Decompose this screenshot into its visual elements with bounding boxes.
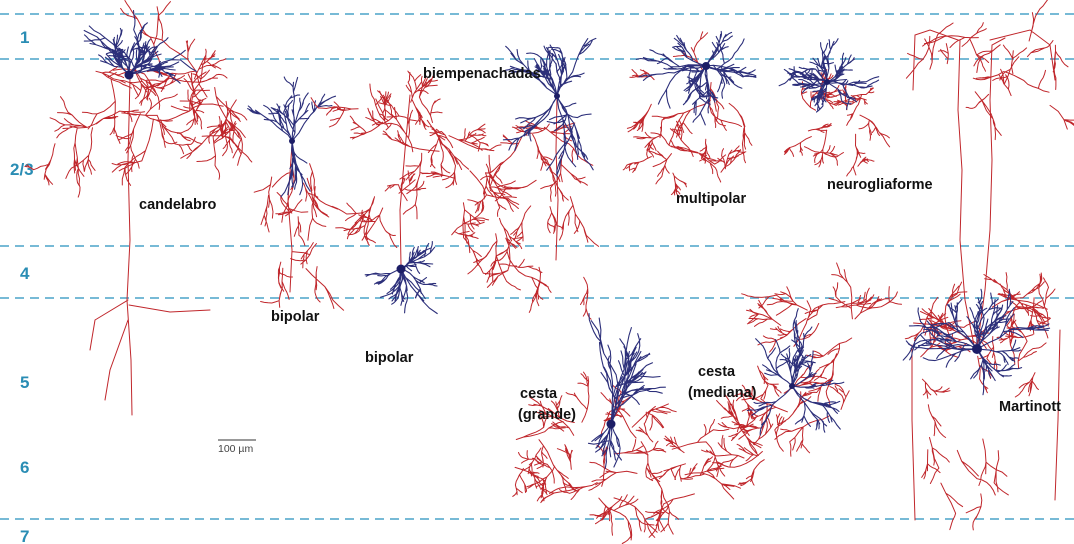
neurogliaforme-axon-path — [784, 70, 889, 176]
label-neurogliaforme: neurogliaforme — [827, 177, 933, 193]
cesta-grande-dendrites — [589, 314, 666, 469]
label-cesta-grande-line1: cesta — [520, 386, 558, 402]
layer-label-7: 7 — [20, 527, 29, 544]
neurogliaforme-dendrites — [779, 39, 879, 112]
cesta-grande-soma — [607, 420, 616, 429]
scale-bar: 100 µm — [218, 440, 256, 455]
biempenachadas-axon-path — [468, 97, 599, 319]
label-bipolar-b: bipolar — [365, 350, 414, 366]
neurogliaforme-soma — [824, 79, 830, 85]
layer-label-2-3: 2/3 — [10, 160, 34, 179]
label-cesta-mediana-line2: (mediana) — [688, 385, 757, 401]
cesta-grande-dendrites-path — [589, 314, 666, 469]
biempenachadas-soma — [554, 93, 560, 99]
label-martinott: Martinott — [999, 399, 1061, 415]
label-bipolar-a: bipolar — [271, 309, 320, 325]
layer-label-6: 6 — [20, 458, 29, 477]
bipolar-a-dendrites-path — [248, 77, 336, 197]
martinott-axon — [905, 0, 1074, 530]
bipolar-b-axon-path — [311, 71, 519, 265]
multipolar-soma — [702, 62, 710, 70]
label-cesta-grande-line2: (grande) — [518, 407, 576, 423]
neurogliaforme-dendrites-path — [779, 39, 879, 112]
layer-label-5: 5 — [20, 373, 29, 392]
neuron-drawings — [25, 0, 1074, 543]
cesta-mediana-soma — [789, 383, 795, 389]
biempenachadas-axon — [468, 97, 599, 319]
label-multipolar: multipolar — [676, 191, 746, 207]
label-candelabro: candelabro — [139, 197, 216, 213]
label-biempenachadas: biempenachadas — [423, 66, 541, 82]
martinott-soma — [972, 344, 982, 354]
layer-label-4: 4 — [20, 264, 30, 283]
cell-labels: candelabro bipolar bipolar biempenachada… — [139, 66, 1061, 423]
bipolar-a-soma — [289, 138, 295, 144]
martinott-axon-path — [905, 0, 1074, 530]
bipolar-a-dendrites — [248, 77, 336, 197]
candelabro-soma — [125, 71, 134, 80]
bipolar-b-axon — [311, 71, 519, 265]
layer-labels: 1 2/3 4 5 6 7 — [10, 28, 34, 544]
layer-label-1: 1 — [20, 28, 29, 47]
neurogliaforme-axon — [784, 70, 889, 176]
label-cesta-mediana-line1: cesta — [698, 364, 736, 380]
scale-bar-label: 100 µm — [218, 443, 253, 455]
bipolar-b-soma — [397, 265, 406, 274]
